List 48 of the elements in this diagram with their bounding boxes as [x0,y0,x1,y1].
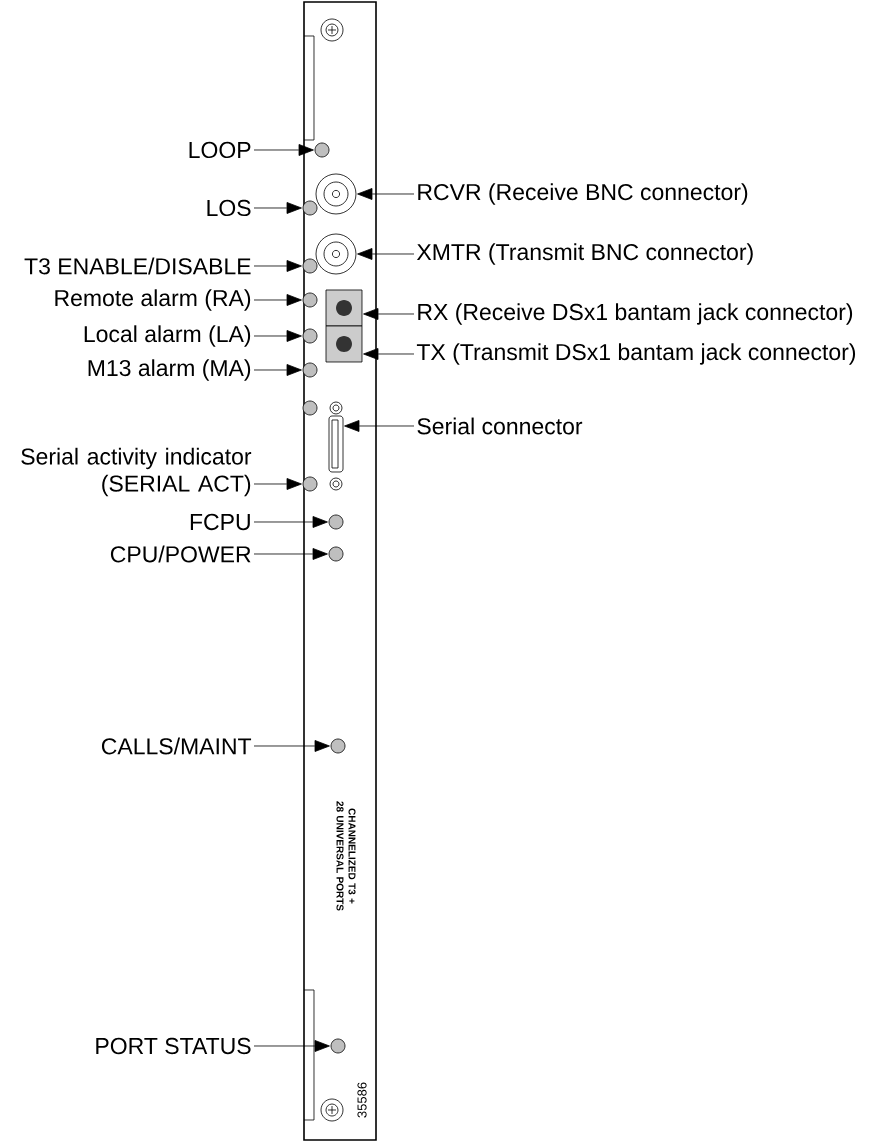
bantam-jack [325,325,363,363]
led [314,142,330,158]
callout-label: M13 alarm (MA) [88,359,251,381]
led [328,546,344,562]
arrow [253,144,314,156]
arrow [344,420,415,432]
led [302,362,318,378]
arrow [253,1040,330,1052]
callout-label: LOS [207,199,251,217]
arrow [253,330,302,342]
arrow [363,308,415,320]
led [302,292,318,308]
callout-label: CPU/POWER [110,545,251,563]
arrow [253,202,302,214]
led [328,514,344,530]
callout-label: TX (Transmit DSx1 bantam jack connector) [416,343,856,365]
arrow [253,516,328,528]
callout-label: PORT STATUS [96,1037,251,1055]
callout-label: Local alarm (LA) [84,325,251,347]
arrow [253,364,302,376]
callout-label: LOOP [189,141,251,159]
arrow [253,260,302,272]
serial-connector [328,415,344,473]
callout-label: CALLS/MAINT [101,737,252,755]
callout-label: Serial connector [417,417,583,435]
bantam-jack [325,289,363,327]
callout-label: Remote alarm (RA) [55,289,251,311]
arrow [357,188,415,200]
callout-label: XMTR (Transmit BNC connector) [416,243,753,265]
callout-label: T3 ENABLE/DISABLE [24,257,251,275]
arrow [253,548,328,560]
led [302,258,318,274]
arrow [253,478,302,490]
callout-label: FCPU [190,513,250,531]
bnc-connector [315,233,357,275]
callout-label: Serial activity indicator (SERIAL ACT) [21,447,252,497]
led [302,476,318,492]
bnc-connector [315,173,357,215]
led [302,328,318,344]
arrow [357,248,415,260]
arrow [253,294,302,306]
arrow [253,740,330,752]
led [330,738,346,754]
callout-label: RX (Receive DSx1 bantam jack connector) [418,303,853,325]
arrow [363,348,415,360]
led [302,200,318,216]
callout-label: RCVR (Receive BNC connector) [418,183,748,205]
led [330,1038,346,1054]
